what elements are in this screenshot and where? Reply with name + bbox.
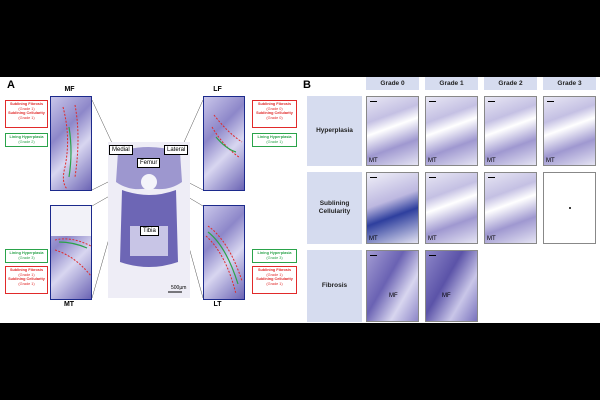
- lt-outline-overlay: [205, 225, 243, 295]
- lf-outline-overlay: [211, 114, 243, 158]
- annotation-lf-lining: Lining Hyperplasia(Grade 1): [252, 133, 297, 147]
- femur-label: Femur: [137, 158, 161, 168]
- cell-fibrosis-grade-0: MF: [366, 250, 419, 322]
- histology-inset-lt: [203, 205, 245, 300]
- cell-fibrosis-grade-1: MF: [425, 250, 478, 322]
- region-label-lf: LF: [213, 86, 222, 93]
- mt-outline-overlay: [51, 206, 91, 277]
- grade-header-1: Grade 1: [425, 77, 478, 90]
- cell-hyperplasia-grade-0: MT: [366, 96, 419, 166]
- row-header-hyperplasia: Hyperplasia: [307, 96, 362, 166]
- cell-hyperplasia-grade-3: MT: [543, 96, 596, 166]
- annotation-mf-lining: Lining Hyperplasia(Grade 2): [5, 133, 48, 147]
- annotation-mf-sublining: Sublining Fibrosis(Grade 1) Sublining Ce…: [5, 100, 48, 128]
- row-header-sublining-cellularity: Sublining Cellularity: [307, 172, 362, 244]
- region-label-mt: MT: [63, 301, 75, 308]
- cell-cellularity-grade-2: MT: [484, 172, 537, 244]
- histology-inset-mf: [50, 96, 92, 191]
- cell-cellularity-grade-3-empty: [543, 172, 596, 244]
- annotation-mt-lining: Lining Hyperplasia(Grade 3): [5, 249, 48, 263]
- region-label-lt: LT: [213, 301, 222, 308]
- tibia-label: Tibia: [140, 226, 159, 236]
- cell-hyperplasia-grade-1: MT: [425, 96, 478, 166]
- grade-header-2: Grade 2: [484, 77, 537, 90]
- histology-inset-lf: [203, 96, 245, 191]
- histology-inset-mt: [50, 205, 92, 300]
- knee-section-image: [108, 142, 190, 298]
- lateral-label: Lateral: [164, 145, 189, 155]
- region-label-mf: MF: [64, 86, 75, 93]
- empty-cell-dot: [569, 207, 571, 209]
- annotation-mt-sublining: Sublining Fibrosis(Grade 1) Sublining Ce…: [5, 266, 48, 294]
- annotation-lt-sublining: Sublining Fibrosis(Grade 1) Sublining Ce…: [252, 266, 297, 294]
- annotation-lt-lining: Lining Hyperplasia(Grade 3): [252, 249, 297, 263]
- row-header-fibrosis: Fibrosis: [307, 250, 362, 322]
- knee-section-drawing: [108, 142, 190, 298]
- grade-header-0: Grade 0: [366, 77, 419, 90]
- scale-bar-label: 500µm: [171, 285, 187, 291]
- cell-hyperplasia-grade-2: MT: [484, 96, 537, 166]
- mf-outline-overlay: [62, 104, 79, 190]
- cell-cellularity-grade-1: MT: [425, 172, 478, 244]
- panel-b-label: B: [303, 79, 311, 91]
- medial-label: Medial: [109, 145, 133, 155]
- grade-header-3: Grade 3: [543, 77, 596, 90]
- annotation-lf-sublining: Sublining Fibrosis(Grade 0) Sublining Ce…: [252, 100, 297, 128]
- panel-a-label: A: [7, 79, 15, 91]
- cell-cellularity-grade-0: MT: [366, 172, 419, 244]
